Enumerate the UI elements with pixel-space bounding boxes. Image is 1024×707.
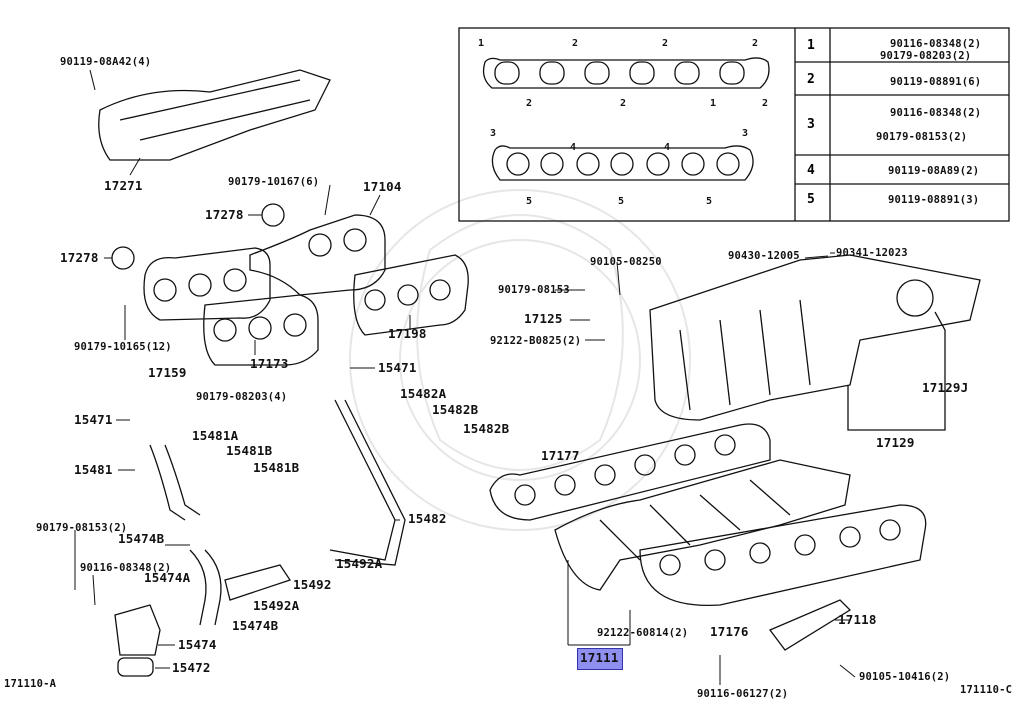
- part-label[interactable]: 90179-08203(4): [196, 391, 288, 403]
- legend-part[interactable]: 90119-08891(6): [890, 76, 982, 88]
- figure-code-right: 171110-C: [960, 684, 1013, 696]
- part-label[interactable]: 17129J: [922, 380, 969, 395]
- part-label[interactable]: 17104: [363, 179, 402, 194]
- part-label[interactable]: 15481A: [192, 428, 239, 443]
- inset-gasket-top: [482, 57, 770, 89]
- part-label[interactable]: 90179-10167(6): [228, 176, 320, 188]
- inset-ref: 5: [706, 196, 713, 207]
- part-label[interactable]: 15474B: [232, 618, 279, 633]
- inset-ref: 4: [664, 142, 671, 153]
- part-label[interactable]: 90119-08A42(4): [60, 56, 152, 68]
- inset-box: [458, 27, 1010, 222]
- intake-manifold: [649, 254, 981, 421]
- part-label[interactable]: 17125: [524, 311, 563, 326]
- intake-plenum: [554, 459, 851, 591]
- gasket-17177: [489, 423, 771, 521]
- part-label[interactable]: 90179-08153: [498, 284, 570, 296]
- part-label[interactable]: 15471: [378, 360, 417, 375]
- inset-ref: 5: [618, 196, 625, 207]
- figure-code-left: 171110-A: [4, 678, 57, 690]
- part-label[interactable]: 15481: [74, 462, 113, 477]
- heat-insulator: [98, 69, 331, 161]
- legend-part[interactable]: 90116-08348(2): [890, 38, 982, 50]
- part-label[interactable]: 17177: [541, 448, 580, 463]
- part-label[interactable]: 17173: [250, 356, 289, 371]
- part-label[interactable]: 15492: [293, 577, 332, 592]
- part-label[interactable]: 15492A: [336, 556, 383, 571]
- part-label[interactable]: 92122-B0825(2): [490, 335, 582, 347]
- part-label[interactable]: 17198: [388, 326, 427, 341]
- part-label[interactable]: 90341-12023: [836, 247, 908, 259]
- inset-ref: 3: [742, 128, 749, 139]
- part-label[interactable]: 15474: [178, 637, 217, 652]
- part-label[interactable]: 17271: [104, 178, 143, 193]
- bracket-17118: [768, 599, 852, 651]
- inset-ref: 1: [710, 98, 717, 109]
- part-label[interactable]: 15474B: [118, 531, 165, 546]
- part-label[interactable]: 15492A: [253, 598, 300, 613]
- inset-ref: 2: [752, 38, 759, 49]
- part-label[interactable]: 90179-10165(12): [74, 341, 172, 353]
- inset-ref: 5: [526, 196, 533, 207]
- highlighted-part-box[interactable]: [577, 648, 623, 670]
- part-label[interactable]: 90430-12005: [728, 250, 800, 262]
- legend-part[interactable]: 90116-08348(2): [890, 107, 982, 119]
- gasket-17176: [639, 504, 927, 607]
- part-label[interactable]: 90105-08250: [590, 256, 662, 268]
- part-label[interactable]: 90105-10416(2): [859, 671, 951, 683]
- legend-part[interactable]: 90119-08891(3): [888, 194, 980, 206]
- inset-ref: 2: [620, 98, 627, 109]
- water-pipes: [149, 399, 406, 626]
- inset-gasket-bottom: [491, 145, 754, 181]
- part-label[interactable]: 15482B: [463, 421, 510, 436]
- inset-ref: 3: [490, 128, 497, 139]
- part-label[interactable]: 15471: [74, 412, 113, 427]
- water-outlet: [114, 604, 161, 656]
- highlighted-part-label[interactable]: 17111: [580, 650, 619, 665]
- inset-ref: 2: [572, 38, 579, 49]
- legend-ref: 5: [807, 192, 815, 207]
- part-label[interactable]: 17159: [148, 365, 187, 380]
- part-label[interactable]: 17278: [60, 250, 99, 265]
- part-label[interactable]: 15482B: [432, 402, 479, 417]
- inset-ref: 2: [526, 98, 533, 109]
- inset-ref: 2: [762, 98, 769, 109]
- part-label[interactable]: 15481B: [226, 443, 273, 458]
- legend-ref: 4: [807, 163, 815, 178]
- part-label[interactable]: 15472: [172, 660, 211, 675]
- part-label[interactable]: 15482A: [400, 386, 447, 401]
- part-label[interactable]: 17176: [710, 624, 749, 639]
- part-label[interactable]: 90116-08348(2): [80, 562, 172, 574]
- exhaust-manifold: [143, 214, 469, 366]
- part-label[interactable]: 17129: [876, 435, 915, 450]
- part-label[interactable]: 15482: [408, 511, 447, 526]
- part-label[interactable]: 90179-08153(2): [36, 522, 128, 534]
- legend-part[interactable]: 90119-08A89(2): [888, 165, 980, 177]
- part-label[interactable]: 17278: [205, 207, 244, 222]
- legend-ref: 1: [807, 38, 815, 53]
- leader-lines: [74, 69, 856, 685]
- part-label[interactable]: 15481B: [253, 460, 300, 475]
- legend-part[interactable]: 90179-08203(2): [880, 50, 972, 62]
- part-label[interactable]: 17118: [838, 612, 877, 627]
- part-label[interactable]: 90116-06127(2): [697, 688, 789, 700]
- legend-part[interactable]: 90179-08153(2): [876, 131, 968, 143]
- legend-ref: 2: [807, 72, 815, 87]
- inset-ref: 4: [570, 142, 577, 153]
- legend-ref: 3: [807, 117, 815, 132]
- part-label[interactable]: 92122-60814(2): [597, 627, 689, 639]
- inset-ref: 2: [662, 38, 669, 49]
- part-label[interactable]: 15474A: [144, 570, 191, 585]
- watermark: [349, 189, 691, 531]
- inset-ref: 1: [478, 38, 485, 49]
